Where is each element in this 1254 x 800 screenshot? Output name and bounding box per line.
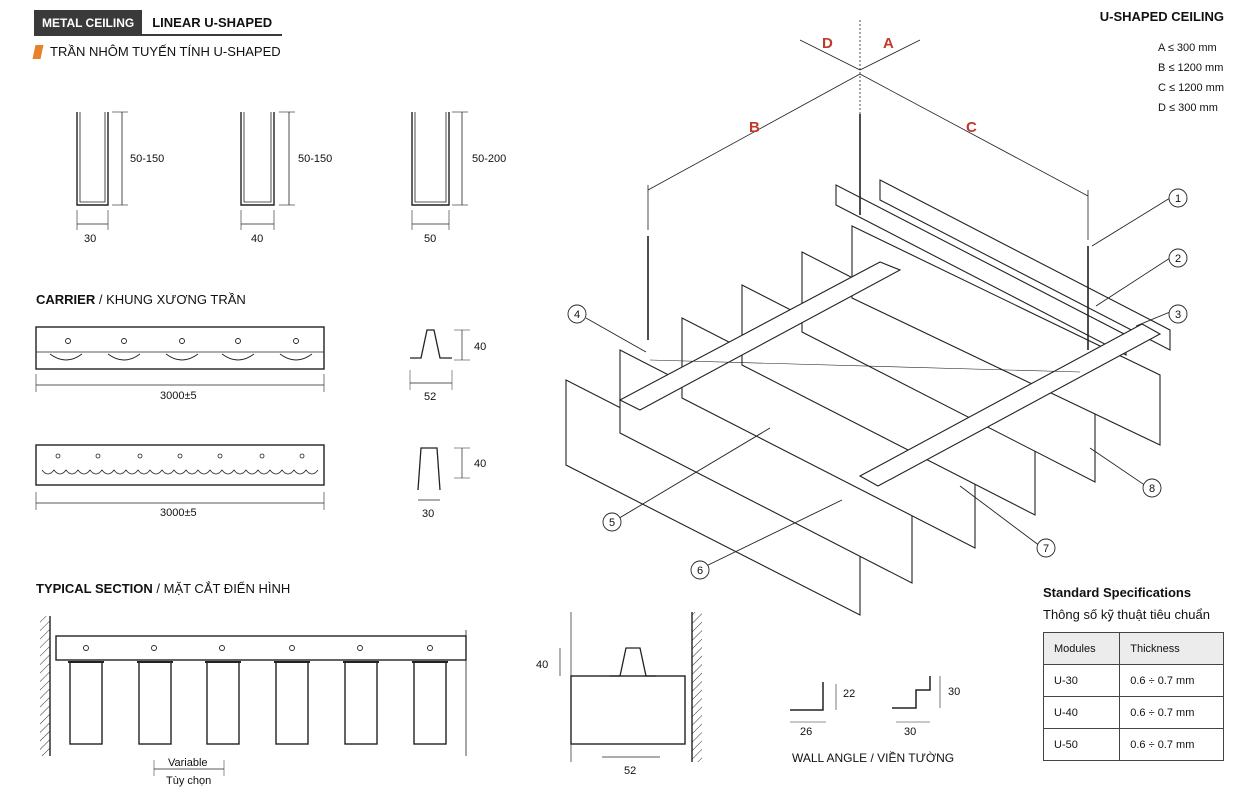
profile-1-height: 50-150 (130, 153, 164, 165)
table-row: U-50 0.6 ÷ 0.7 mm (1042, 728, 1224, 761)
spec-header-thickness: Thickness (1119, 632, 1224, 665)
section-detail (559, 612, 702, 762)
ceiling-title: U-SHAPED CEILING (1099, 9, 1224, 24)
iso-label-c: C (966, 119, 977, 136)
dimension-limits: A ≤ 300 mm B ≤ 1200 mm C ≤ 1200 mm D ≤ 3… (1158, 38, 1224, 118)
table-row: U-40 0.6 ÷ 0.7 mm (1042, 696, 1224, 729)
profile-3-width: 50 (424, 233, 436, 245)
profile-1-width: 30 (84, 233, 96, 245)
carrier-profile-1-height: 40 (474, 341, 486, 353)
callout-7: 7 (1043, 543, 1049, 555)
iso-label-b: B (749, 119, 760, 136)
variable-label: Variable (168, 757, 208, 769)
detail-height: 40 (536, 659, 548, 671)
limit-a: A ≤ 300 mm (1158, 42, 1217, 54)
iso-label-d: D (822, 35, 833, 52)
wall-angle-1-width: 26 (800, 726, 812, 738)
carrier-1-length: 3000±5 (160, 390, 197, 402)
iso-dimensions (647, 20, 1089, 240)
u-profile-30 (76, 111, 128, 230)
wall-angle-1-height: 22 (843, 688, 855, 700)
spec-table: Modules Thickness U-30 0.6 ÷ 0.7 mm U-40… (1042, 632, 1224, 761)
section-title: TYPICAL SECTION / MẶT CẮT ĐIỂN HÌNH (36, 581, 291, 596)
isometric-ceiling-drawing (565, 20, 1188, 616)
callout-2: 2 (1175, 253, 1181, 265)
limit-c: C ≤ 1200 mm (1158, 82, 1224, 94)
u-profile-50 (411, 111, 468, 230)
profile-2-width: 40 (251, 233, 263, 245)
spec-thickness: 0.6 ÷ 0.7 mm (1119, 696, 1224, 729)
spec-thickness: 0.6 ÷ 0.7 mm (1119, 728, 1224, 761)
spec-header-row: Modules Thickness (1042, 632, 1224, 665)
iso-label-a: A (883, 35, 894, 52)
spec-module: U-30 (1042, 664, 1121, 697)
typical-section (40, 616, 467, 776)
callout-6: 6 (697, 565, 703, 577)
carrier-profile-2-width: 30 (422, 508, 434, 520)
header-tag: METAL CEILING LINEAR U-SHAPED (34, 10, 283, 36)
limit-b: B ≤ 1200 mm (1158, 62, 1224, 74)
profile-2-height: 50-150 (298, 153, 332, 165)
callout-5: 5 (609, 517, 615, 529)
profile-3-height: 50-200 (472, 153, 506, 165)
spec-title: Standard Specifications (1043, 585, 1192, 600)
header-subtitle: TRẦN NHÔM TUYẾN TÍNH U-SHAPED (32, 44, 281, 59)
callout-4: 4 (574, 309, 580, 321)
wall-angle-2-height: 30 (948, 686, 960, 698)
table-row: U-30 0.6 ÷ 0.7 mm (1042, 664, 1224, 697)
callout-8: 8 (1149, 483, 1155, 495)
wall-angle-2-width: 30 (904, 726, 916, 738)
carrier-profile-52 (409, 329, 470, 390)
carrier-profile-30 (417, 447, 470, 501)
limit-d: D ≤ 300 mm (1158, 102, 1218, 114)
drawing-labels: 50-150 30 50-150 40 50-200 50 3000±5 40 … (84, 35, 1181, 787)
carrier-2-length: 3000±5 (160, 507, 197, 519)
tag-metal-ceiling: METAL CEILING (34, 10, 143, 36)
wall-angle-label: WALL ANGLE / VIỀN TƯỜNG (792, 750, 954, 765)
carrier-profile-1-width: 52 (424, 391, 436, 403)
carrier-strip-2 (35, 444, 325, 510)
carrier-profile-2-height: 40 (474, 458, 486, 470)
spec-module: U-50 (1042, 728, 1121, 761)
u-profile-40 (240, 111, 295, 230)
tag-linear-u-shaped: LINEAR U-SHAPED (142, 10, 283, 36)
spec-header-modules: Modules (1042, 632, 1121, 665)
callout-3: 3 (1175, 309, 1181, 321)
variable-vi-label: Tùy chọn (166, 775, 211, 787)
spec-subtitle: Thông số kỹ thuật tiêu chuẩn (1043, 607, 1210, 622)
spec-module: U-40 (1042, 696, 1121, 729)
wall-angle-2 (892, 676, 941, 723)
wall-angle-1 (790, 682, 837, 723)
subtitle-text: TRẦN NHÔM TUYẾN TÍNH U-SHAPED (50, 44, 281, 59)
callout-1: 1 (1175, 193, 1181, 205)
carrier-title: CARRIER / KHUNG XƯƠNG TRẦN (36, 292, 246, 307)
detail-width: 52 (624, 765, 636, 777)
carrier-strip-1 (35, 326, 325, 392)
spec-thickness: 0.6 ÷ 0.7 mm (1119, 664, 1224, 697)
